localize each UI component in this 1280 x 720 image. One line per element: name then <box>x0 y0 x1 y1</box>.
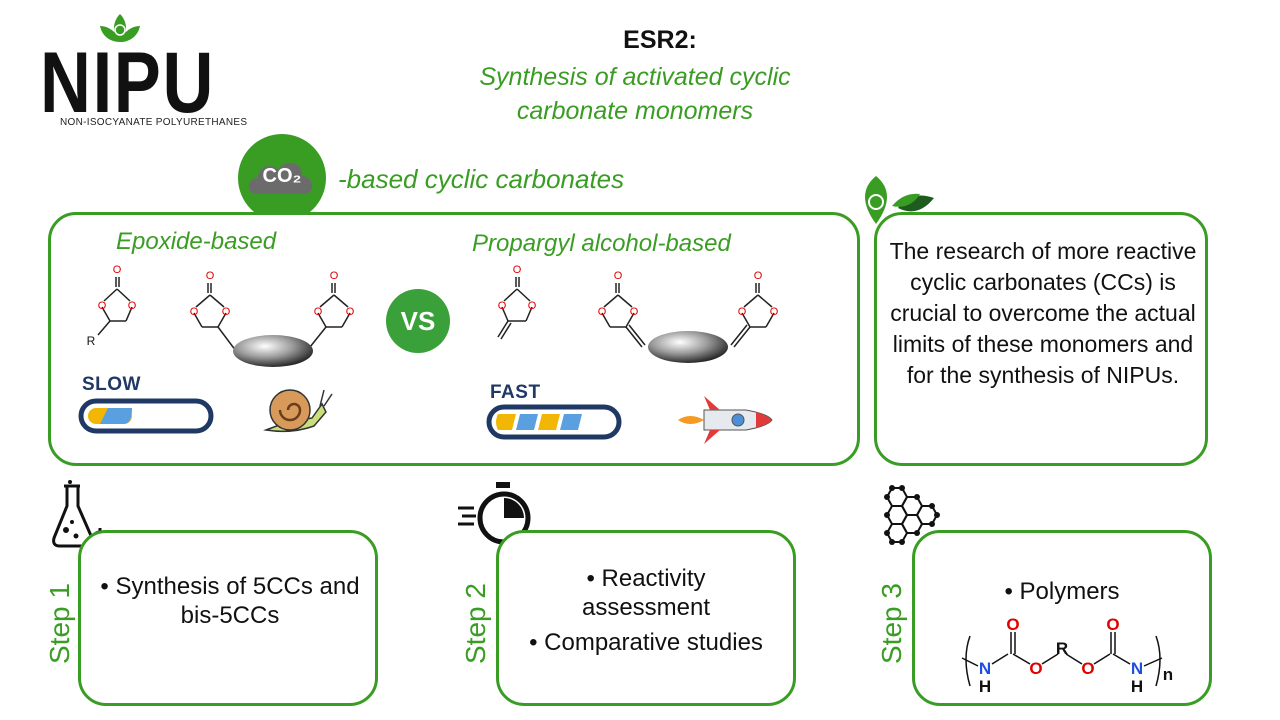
recycle-leaf-icon <box>865 176 934 224</box>
oxygen-label: O <box>314 306 323 318</box>
r-group-label: R <box>87 334 96 348</box>
polymer-oxygen: O <box>1106 615 1119 634</box>
oxygen-label: O <box>614 270 623 282</box>
research-text: The research of more reactive cyclic car… <box>889 238 1197 388</box>
polymer-hydrogen: H <box>979 677 991 696</box>
spacer-ellipse <box>648 331 728 363</box>
page-subtitle: Synthesis of activated cyclic carbonate … <box>40 60 1230 128</box>
oxygen-label: O <box>128 300 137 312</box>
step-1-bullet-1: • Synthesis of 5CCs and bis-5CCs <box>100 573 360 629</box>
polymer-nitrogen: N <box>1131 659 1143 678</box>
oxygen-label: O <box>598 306 607 318</box>
step-2-bullet-1: • Reactivity assessment <box>581 565 711 621</box>
oxygen-label: O <box>98 300 107 312</box>
polymer-oxygen: O <box>1006 615 1019 634</box>
oxygen-label: O <box>498 300 507 312</box>
step-1-panel <box>78 530 378 706</box>
subtitle-line-1: Synthesis of activated cyclic <box>479 63 791 91</box>
epoxide-structures: O O O R O O O O O O <box>87 264 355 367</box>
logo-wordmark: NIPU <box>40 35 216 131</box>
polyurethane-structure: O O O O R N N H H n <box>961 615 1173 696</box>
step-2-panel <box>496 530 796 706</box>
oxygen-label: O <box>754 270 763 282</box>
oxygen-label: O <box>330 270 339 282</box>
oxygen-label: O <box>513 264 522 276</box>
oxygen-label: O <box>190 306 199 318</box>
propargyl-title: Propargyl alcohol-based <box>472 230 731 257</box>
step-1-bullets: • Synthesis of 5CCs and bis-5CCs <box>100 572 360 630</box>
step-3-label: Step 3 <box>876 583 907 664</box>
oxygen-label: O <box>528 300 537 312</box>
propargyl-structures: O O O O O O O O O <box>497 264 779 363</box>
step-2-bullets: • Reactivity assessment • Comparative st… <box>526 564 766 657</box>
rocket-icon <box>678 396 773 444</box>
research-panel <box>874 212 1208 466</box>
polymer-r-group: R <box>1056 639 1068 658</box>
slow-progress-bar <box>78 398 214 434</box>
slow-label: SLOW <box>82 374 141 395</box>
oxygen-label: O <box>222 306 231 318</box>
molecule-network-icon <box>884 485 940 545</box>
epoxide-title: Epoxide-based <box>116 228 277 255</box>
step-3-bullet-1: • Polymers <box>1004 578 1120 605</box>
oxygen-label: O <box>346 306 355 318</box>
lotus-icon <box>100 14 140 42</box>
page-title: ESR2: <box>623 26 697 54</box>
oxygen-label: O <box>770 306 779 318</box>
step-1-label: Step 1 <box>44 583 75 664</box>
subtitle-line-2: carbonate monomers <box>516 97 754 125</box>
polymer-subscript: n <box>1163 665 1173 684</box>
oxygen-label: O <box>113 264 122 276</box>
snail-icon <box>263 389 333 433</box>
polymer-nitrogen: N <box>979 659 991 678</box>
polymer-oxygen: O <box>1029 659 1042 678</box>
co2-label: -based cyclic carbonates <box>338 164 625 194</box>
oxygen-label: O <box>738 306 747 318</box>
polymer-hydrogen: H <box>1131 677 1143 696</box>
co2-badge: CO₂ <box>238 134 326 222</box>
fast-label: FAST <box>490 382 541 403</box>
cloud-icon <box>248 162 313 194</box>
step-3-bullets: • Polymers <box>942 577 1182 606</box>
step-2-bullet-2: • Comparative studies <box>529 629 763 656</box>
spacer-ellipse <box>233 335 313 367</box>
oxygen-label: O <box>630 306 639 318</box>
vs-badge: VS <box>386 289 450 353</box>
vs-text: VS <box>400 306 436 336</box>
step-3-panel <box>912 530 1212 706</box>
fast-progress-bar <box>486 404 622 440</box>
polymer-oxygen: O <box>1081 659 1094 678</box>
nipu-logo <box>40 10 240 130</box>
logo-subtitle: NON-ISOCYANATE POLYURETHANES <box>60 117 248 128</box>
step-2-label: Step 2 <box>460 583 491 664</box>
co2-text: CO₂ <box>262 165 302 187</box>
oxygen-label: O <box>206 270 215 282</box>
